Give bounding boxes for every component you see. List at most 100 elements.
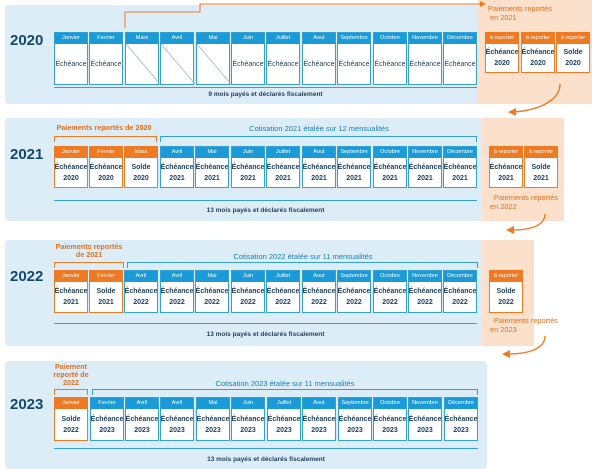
report-header: à reporter [525,147,557,158]
month-header: Octobre [374,271,406,282]
month-line1: Solde [96,288,116,295]
summary-2022: 13 mois payés et déclarés fiscalement [206,331,325,338]
month-header: Mai [197,33,229,44]
month-line2: 2021 [204,174,220,182]
report-line2: 2020 [530,60,546,67]
report-header: à reporter [486,33,518,44]
month-body [161,44,195,84]
title-reported-2022: Paiement reporté de 2022 [52,363,90,387]
report-line2: 2020 [565,60,581,67]
title-cotisation-2022: Cotisation 2022 étalée sur 11 mensualité… [233,252,373,261]
strike-line-icon [161,44,195,84]
month-line2: 2022 [240,299,256,306]
month-line1: Échéance [302,163,336,171]
month-line1: Échéance [124,288,158,295]
month-line1: Échéance [160,163,194,171]
report-line1: Solde [563,49,583,56]
month-line1: Échéance [337,163,371,171]
month-line2: 2021 [311,174,327,182]
month-line1: Échéance [54,163,88,171]
month-line1: Échéance [408,163,442,171]
month-header: Novembre [409,33,441,44]
month-header: Avril [161,398,193,409]
report-header: à reporter [490,147,522,158]
month-line1: Échéance [231,288,265,295]
month-header: Fevrier [90,271,122,282]
strike-line-icon [126,44,160,84]
month-header: Juillet [267,147,299,158]
month-header: Octobre [374,398,406,409]
report-line2: 2022 [498,299,514,306]
title-reported-2021: Paiements reportés de 2021 [54,243,124,259]
bracket-reported-2021 [54,262,124,268]
summary-2020: 9 mois payés et déclarés fiscalement [208,91,323,98]
month-header: Aout [303,33,335,44]
month-body: Échéance [444,44,476,84]
month-line1: Échéance [90,415,124,423]
month-header: Avril [161,271,193,282]
year-label-2022: 2022 [10,268,44,285]
month-header: Fevrier [90,33,122,44]
month-line1: Échéance [231,163,265,171]
month-line1: Échéance [373,415,407,423]
month-header: Mars [125,147,157,158]
month-header: Juillet [267,33,299,44]
month-line2: 2023 [347,426,363,434]
month-line2: 2023 [205,426,221,434]
month-header: Septembre [339,398,371,409]
month-line1: Échéance [408,415,442,423]
month-line1: Solde [61,415,81,423]
month-line1: Échéance [54,288,88,295]
month-line1: Échéance [231,415,265,423]
month-header: Décembre [444,33,476,44]
month-line1: Échéance [408,288,442,295]
title-text: Paiement reporté de 2022 [53,362,89,387]
bracket-reported-2020 [54,136,157,142]
month-header: Avril [125,271,157,282]
summary-2023: 13 mois payés et déclarés fiscalement [207,456,325,463]
month-line2: 2023 [240,426,256,434]
report-line1: Échéance [485,49,519,56]
month-header: Aout [303,398,335,409]
report-line1: Échéance [489,163,523,171]
month-line1: Échéance [196,415,230,423]
month-line1: Échéance [409,60,441,68]
month-header: Mai [196,147,228,158]
note-line2: en 2023 [490,325,517,334]
month-header: Septembre [338,147,370,158]
month-line2: 2020 [133,174,149,182]
